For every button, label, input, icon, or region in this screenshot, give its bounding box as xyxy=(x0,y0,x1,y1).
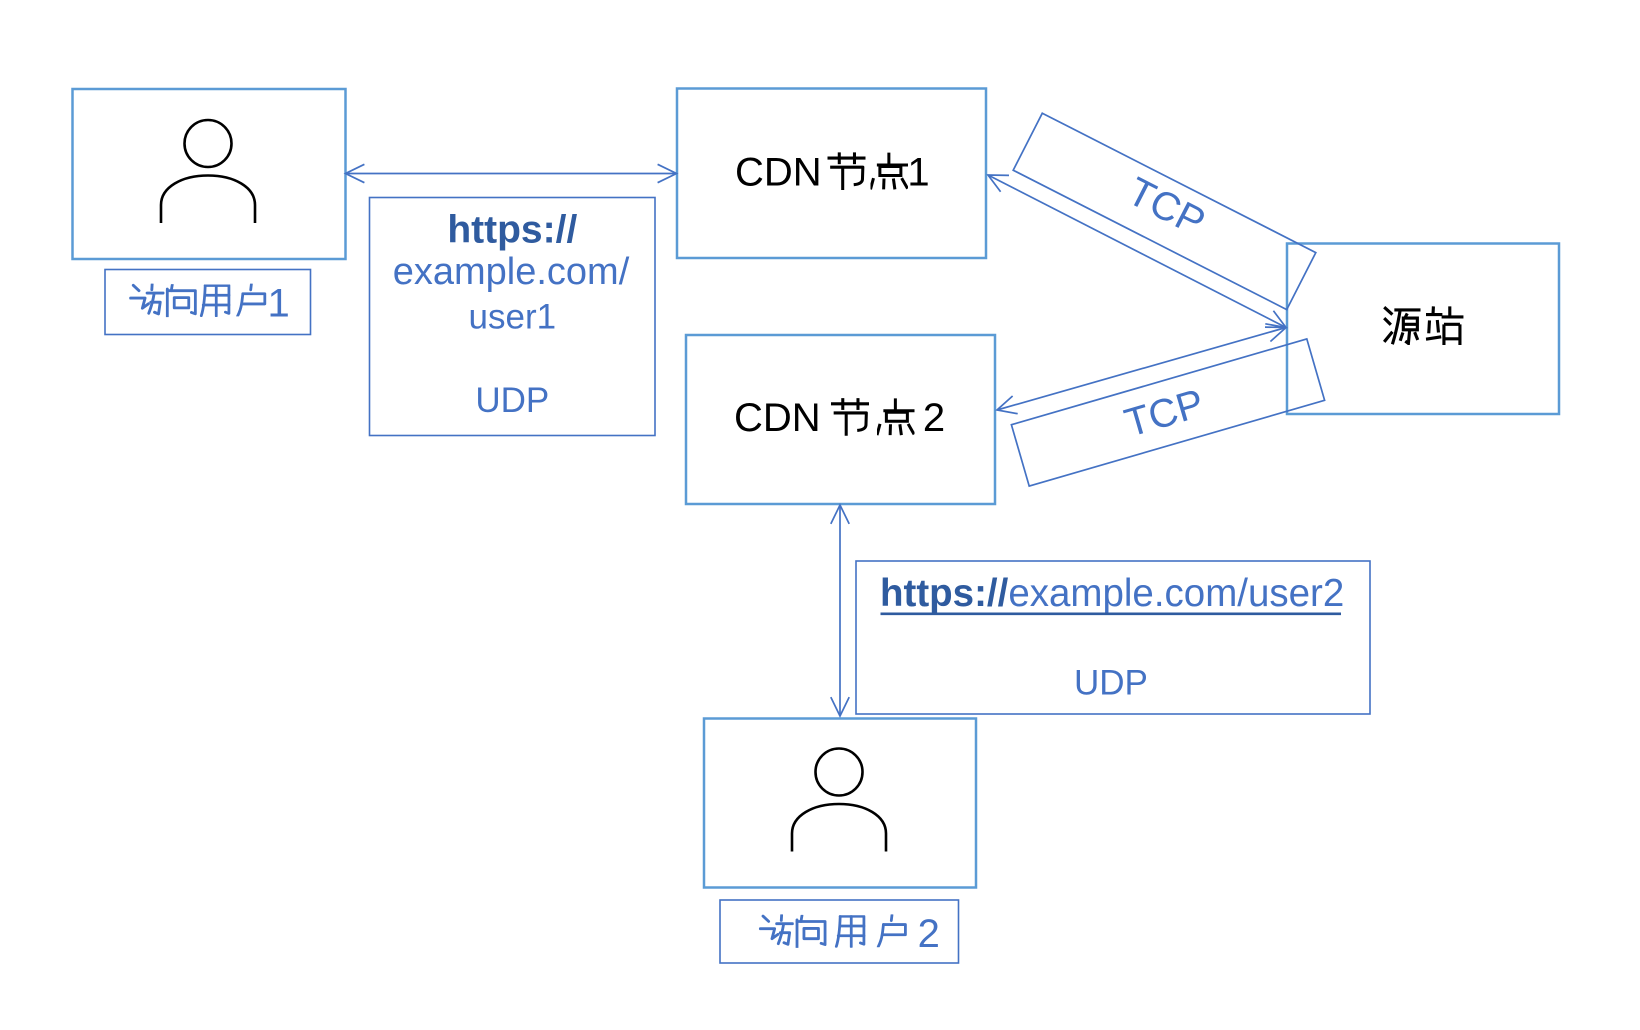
svg-text:CDN: CDN xyxy=(735,151,822,195)
svg-text:1: 1 xyxy=(267,282,289,326)
svg-text:https://example.com/user2: https://example.com/user2 xyxy=(880,572,1344,615)
svg-text:UDP: UDP xyxy=(475,381,549,420)
svg-text:example.com/: example.com/ xyxy=(393,251,630,293)
svg-text:2: 2 xyxy=(918,912,940,956)
svg-text:1: 1 xyxy=(907,151,929,195)
svg-text:UDP: UDP xyxy=(1074,664,1148,703)
svg-text:2: 2 xyxy=(923,396,945,440)
svg-text:CDN: CDN xyxy=(734,396,821,440)
svg-text:https://: https:// xyxy=(447,209,577,252)
svg-text:user1: user1 xyxy=(469,298,557,337)
